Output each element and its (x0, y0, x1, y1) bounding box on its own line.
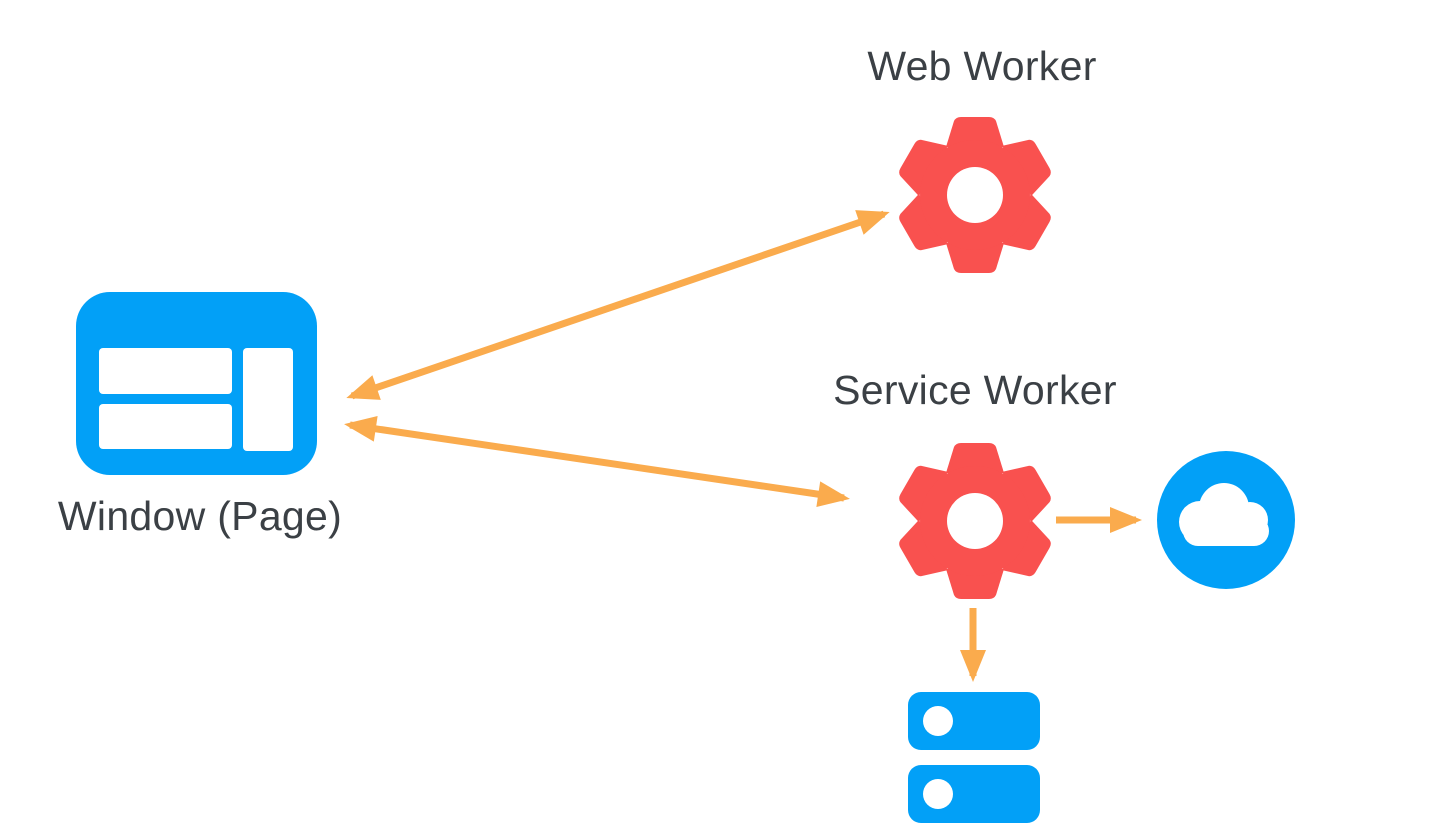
edge-window-service-worker (344, 415, 850, 508)
edge-window-web-worker (346, 210, 890, 400)
edges (344, 210, 1142, 682)
database-icon (908, 692, 1040, 823)
web-worker-gear-icon (892, 117, 1058, 273)
service-worker-label: Service Worker (833, 367, 1117, 413)
cloud-icon (1157, 451, 1295, 589)
browser-window-icon (76, 292, 317, 475)
window-page-label: Window (Page) (58, 493, 342, 539)
web-worker-label: Web Worker (867, 43, 1096, 89)
service-worker-gear-icon (892, 443, 1058, 599)
